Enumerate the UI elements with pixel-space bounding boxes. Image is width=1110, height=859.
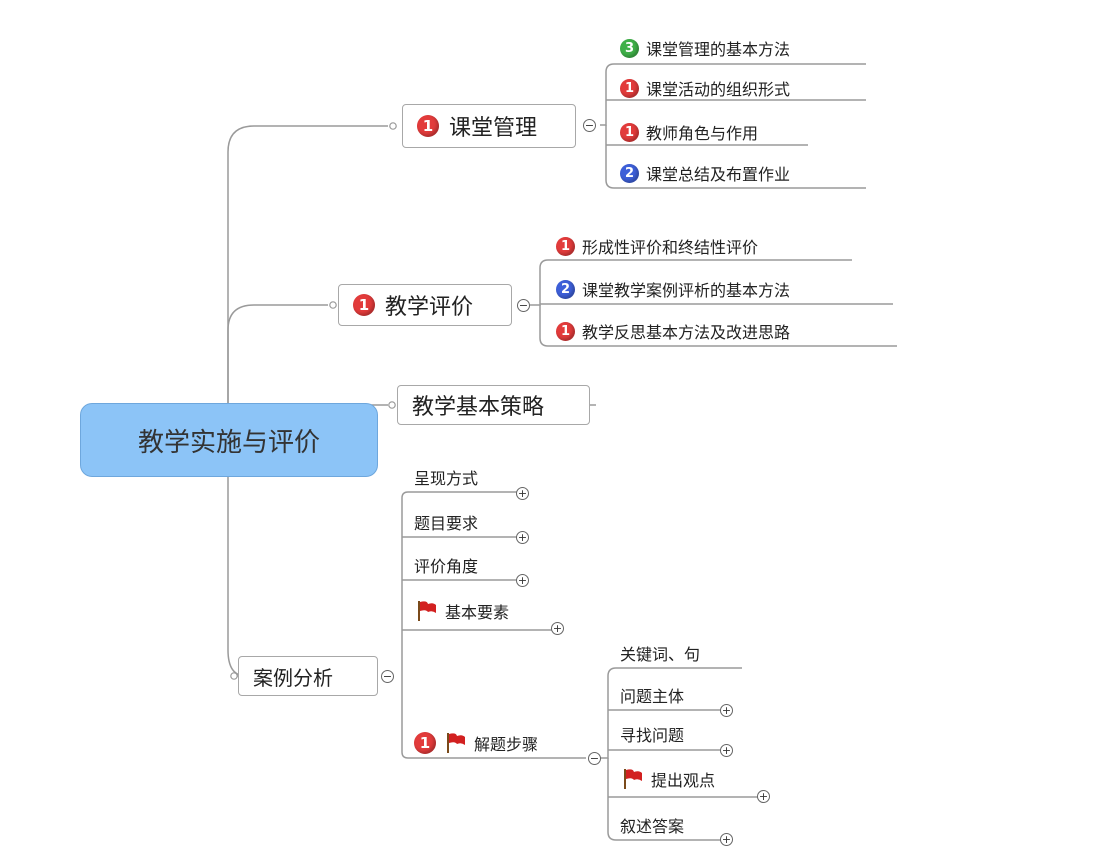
leaf-item[interactable]: 评价角度 xyxy=(414,554,478,576)
leaf-label: 教学反思基本方法及改进思路 xyxy=(582,323,791,342)
leaf-item-steps[interactable]: 1 解题步骤 xyxy=(414,732,538,754)
priority-1-icon: 1 xyxy=(353,294,375,316)
leaf-item[interactable]: 1 教师角色与作用 xyxy=(620,121,758,143)
priority-1-icon: 1 xyxy=(414,732,436,754)
leaf-label: 课堂总结及布置作业 xyxy=(646,165,791,184)
red-flag-icon xyxy=(418,601,436,621)
priority-3-icon: 3 xyxy=(620,38,639,58)
leaf-item[interactable]: 2 课堂教学案例评析的基本方法 xyxy=(556,278,790,300)
priority-2-icon: 2 xyxy=(620,163,639,183)
leaf-label: 教师角色与作用 xyxy=(646,124,759,143)
branch-label: 课堂管理 xyxy=(449,116,538,141)
leaf-label: 形成性评价和终结性评价 xyxy=(582,238,759,257)
collapse-toggle[interactable]: − xyxy=(517,299,530,312)
leaf-label: 基本要素 xyxy=(445,603,510,622)
expand-toggle[interactable]: + xyxy=(551,622,564,635)
expand-toggle[interactable]: + xyxy=(720,704,733,717)
branch-teaching-strategy[interactable]: 教学基本策略 xyxy=(397,385,590,425)
priority-1-icon: 1 xyxy=(417,115,439,137)
leaf-label: 叙述答案 xyxy=(620,817,685,836)
leaf-label: 课堂教学案例评析的基本方法 xyxy=(582,281,791,300)
leaf-item[interactable]: 1 课堂活动的组织形式 xyxy=(620,77,790,99)
leaf-item[interactable]: 3 课堂管理的基本方法 xyxy=(620,37,790,59)
branch-label: 教学基本策略 xyxy=(412,395,545,420)
leaf-label: 呈现方式 xyxy=(414,469,479,488)
red-flag-icon xyxy=(624,769,642,789)
expand-toggle[interactable]: + xyxy=(516,574,529,587)
leaf-item[interactable]: 呈现方式 xyxy=(414,466,478,488)
leaf-item[interactable]: 基本要素 xyxy=(414,600,509,622)
leaf-label: 关键词、句 xyxy=(620,645,701,664)
leaf-item[interactable]: 题目要求 xyxy=(414,511,478,533)
priority-2-icon: 2 xyxy=(556,279,575,299)
leaf-label: 评价角度 xyxy=(414,557,479,576)
expand-toggle[interactable]: + xyxy=(516,487,529,500)
expand-toggle[interactable]: + xyxy=(516,531,529,544)
expand-toggle[interactable]: + xyxy=(720,744,733,757)
leaf-label: 解题步骤 xyxy=(474,735,539,754)
central-topic-label: 教学实施与评价 xyxy=(137,427,320,458)
leaf-label: 提出观点 xyxy=(651,771,716,790)
expand-toggle[interactable]: + xyxy=(720,833,733,846)
leaf-label: 问题主体 xyxy=(620,687,685,706)
leaf-item[interactable]: 关键词、句 xyxy=(620,642,700,664)
leaf-label: 寻找问题 xyxy=(620,726,685,745)
leaf-item[interactable]: 1 教学反思基本方法及改进思路 xyxy=(556,320,790,342)
leaf-item[interactable]: 问题主体 xyxy=(620,684,684,706)
leaf-label: 题目要求 xyxy=(414,514,479,533)
priority-1-icon: 1 xyxy=(620,122,639,142)
priority-1-icon: 1 xyxy=(556,236,575,256)
branch-label: 案例分析 xyxy=(253,665,333,690)
branch-label: 教学评价 xyxy=(385,295,474,320)
branch-case-analysis[interactable]: 案例分析 xyxy=(238,656,378,696)
priority-1-icon: 1 xyxy=(556,321,575,341)
leaf-label: 课堂活动的组织形式 xyxy=(646,80,791,99)
collapse-toggle[interactable]: − xyxy=(381,670,394,683)
leaf-item[interactable]: 寻找问题 xyxy=(620,723,684,745)
central-topic[interactable]: 教学实施与评价 xyxy=(80,403,378,477)
leaf-item[interactable]: 提出观点 xyxy=(620,768,715,790)
branch-classroom-management[interactable]: 1 课堂管理 xyxy=(402,104,576,148)
collapse-toggle[interactable]: − xyxy=(588,752,601,765)
expand-toggle[interactable]: + xyxy=(757,790,770,803)
priority-1-icon: 1 xyxy=(620,78,639,98)
leaf-item[interactable]: 叙述答案 xyxy=(620,814,684,836)
leaf-item[interactable]: 1 形成性评价和终结性评价 xyxy=(556,235,758,257)
leaf-label: 课堂管理的基本方法 xyxy=(646,40,791,59)
branch-teaching-evaluation[interactable]: 1 教学评价 xyxy=(338,284,512,326)
collapse-toggle[interactable]: − xyxy=(583,119,596,132)
red-flag-icon xyxy=(447,733,465,753)
leaf-item[interactable]: 2 课堂总结及布置作业 xyxy=(620,162,790,184)
